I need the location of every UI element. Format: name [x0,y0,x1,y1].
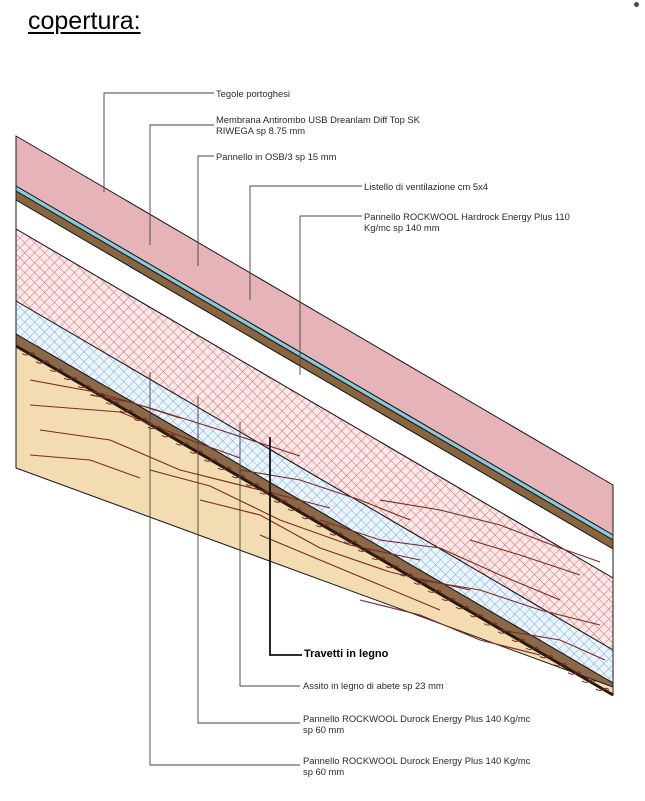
wood-texture-mark [91,393,106,397]
page-title: copertura: [28,7,141,35]
wood-texture-mark [371,556,386,561]
wood-grain-line [469,539,581,576]
wood-texture-mark [441,597,456,602]
label-durock-1: Pannello ROCKWOOL Durock Energy Plus 140… [303,713,531,735]
wood-grain-line [419,579,601,626]
assito-seam [15,344,614,697]
label-travetti: Travetti in legno [304,648,389,660]
leader-durock-2 [149,372,300,766]
wood-texture-mark [49,368,64,372]
wood-texture-mark [245,483,260,487]
leader-travetti [269,437,302,656]
leader-lines-group [103,92,362,766]
leader-durock-1 [197,397,300,724]
wood-grain-line [379,499,601,563]
wood-texture-mark [483,622,498,626]
wood-grain-line [39,429,331,509]
wood-texture-mark [343,540,358,544]
wood-grain-line [319,519,561,601]
wood-texture-mark [315,524,330,528]
label-hardrock: Pannello ROCKWOOL Hardrock Energy Plus 1… [364,211,570,233]
wood-texture-mark [385,565,400,569]
wood-grain-line [259,534,441,611]
wood-grain-line [499,629,606,661]
wood-texture-mark [287,507,302,512]
wood-texture-mark [595,687,610,692]
wood-texture-mark [539,655,554,659]
wood-texture-mark [273,499,288,503]
wood-grain-line [89,394,181,419]
wood-texture-mark [399,573,414,577]
leader-tegole [103,92,214,192]
wood-texture-mark [525,646,540,651]
wood-texture-mark [301,515,316,520]
wood-texture-mark [21,352,36,356]
wood-texture-mark [581,679,596,683]
label-durock-2: Pannello ROCKWOOL Durock Energy Plus 140… [303,755,531,777]
wood-texture-mark [161,434,176,438]
wood-texture-mark [119,409,134,413]
wood-texture-mark [357,548,372,552]
wood-texture-mark [217,466,232,471]
wood-texture-mark [567,671,582,675]
wood-texture-mark [105,401,120,405]
leader-hardrock [299,215,362,375]
wood-grain-line [29,454,141,479]
leader-membrana [149,124,214,245]
wood-texture-mark [133,417,148,421]
wood-grain-line [359,599,541,656]
leader-listello [249,185,362,300]
leader-assito [239,422,300,687]
label-assito: Assito in legno di abete sp 23 mm [303,680,444,691]
wood-texture-mark [77,384,92,389]
wood-texture-mark [259,491,274,495]
wood-texture-mark [175,442,190,446]
wood-texture-mark [455,605,470,610]
wood-texture-mark [427,589,442,593]
corner-dot [634,2,639,7]
wood-texture-mark [329,532,344,536]
wood-texture-mark [469,614,484,618]
leader-osb [197,155,214,266]
wood-texture-mark [413,581,428,585]
wood-texture-mark [511,638,526,642]
wood-texture-mark [553,663,568,667]
wood-texture-mark [35,360,50,364]
wood-grain-line [29,404,241,459]
label-tegole: Tegole portoghesi [216,88,291,99]
wood-texture-mark [497,630,512,634]
label-listello: Listello di ventilazione cm 5x4 [364,181,489,192]
label-membrana: Membrana Antirombo USB Dreanlam Diff Top… [216,114,420,136]
wood-texture-mark [63,376,78,381]
label-osb: Pannello in OSB/3 sp 15 mm [216,151,337,162]
wood-grain-line [149,469,421,561]
wood-texture-mark [203,458,218,462]
